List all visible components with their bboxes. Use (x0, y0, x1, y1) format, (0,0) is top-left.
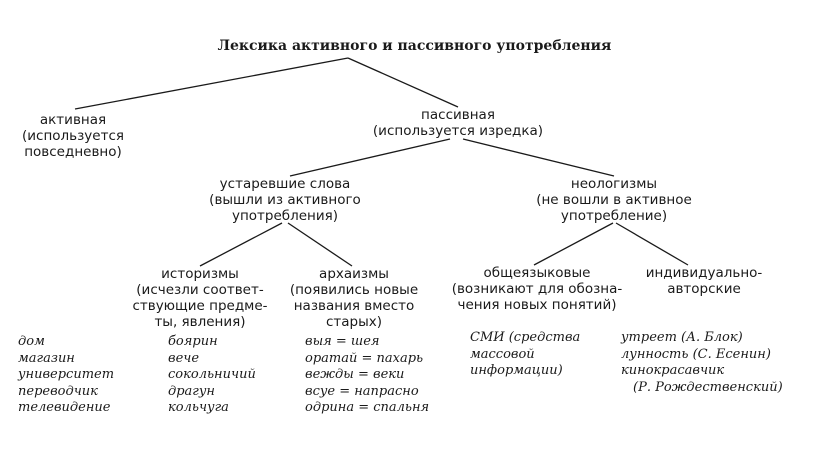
example-item: магазин (18, 350, 75, 366)
node-archaisms-desc-2: названия вместо (293, 298, 415, 314)
connector-passive-neologisms (462, 138, 615, 177)
diagram-title: Лексика активного и пассивного употребле… (217, 38, 612, 54)
examples-historisms: боярин вече сокольничий драгун кольчуга (168, 334, 256, 417)
example-item: боярин (168, 334, 218, 349)
connector-neologisms-individual (615, 222, 689, 266)
node-active-desc-1: (используется (21, 128, 124, 144)
example-item: сокольничий (168, 367, 256, 382)
example-item: всуе = напрасно (305, 383, 419, 399)
example-item: оратай = пахарь (305, 350, 424, 366)
example-item: дом (18, 334, 45, 349)
node-archaisms-desc-1: (появились новые (289, 282, 419, 298)
node-active-desc-2: повседневно) (24, 144, 122, 160)
connector-obsolete-archaisms (287, 222, 353, 267)
example-item: массовой (470, 346, 535, 362)
node-obsolete-label: устаревшие слова (219, 176, 351, 192)
example-item: лунность (С. Есенин) (621, 346, 771, 362)
connector-passive-obsolete (289, 138, 451, 177)
node-historisms-desc-1: (исчезли соответ- (136, 282, 264, 298)
example-item: вече (168, 350, 200, 366)
node-active-label: активная (39, 112, 107, 128)
connector-root-passive (347, 57, 459, 108)
node-neologisms: неологизмы (не вошли в активное употребл… (528, 176, 700, 224)
node-common-label: общеязыковые (483, 265, 591, 281)
node-neologisms-desc-2: употребление) (560, 208, 668, 224)
node-obsolete-desc-2: употребления) (231, 208, 339, 224)
node-obsolete: устаревшие слова (вышли из активного упо… (200, 176, 370, 224)
node-historisms-label: историзмы (161, 266, 239, 282)
example-item: (Р. Рождественский) (633, 379, 783, 395)
node-neologisms-desc-1: (не вошли в активное (536, 192, 692, 208)
example-item: одрина = спальня (305, 400, 430, 415)
node-common: общеязыковые (возникают для обозна- чени… (442, 265, 632, 313)
node-archaisms-label: архаизмы (319, 266, 389, 282)
node-individual-label: индивидуально- (645, 265, 763, 281)
example-item: университет (18, 367, 115, 382)
node-historisms-desc-2: ствующие предме- (132, 298, 268, 314)
connector-obsolete-historisms (199, 222, 283, 267)
node-individual-label-2: авторские (667, 281, 741, 297)
examples-archaisms: выя = шея оратай = пахарь вежды = веки в… (305, 334, 429, 417)
node-archaisms-desc-3: старых) (325, 314, 383, 330)
examples-active: дом магазин университет переводчик телев… (18, 334, 114, 417)
example-item: переводчик (18, 383, 98, 399)
example-item: утреет (А. Блок) (621, 330, 743, 345)
examples-common: СМИ (средства массовой информации) (470, 330, 580, 380)
node-passive-label: пассивная (421, 107, 495, 123)
node-historisms: историзмы (исчезли соответ- ствующие пре… (130, 266, 270, 330)
example-item: вежды = веки (305, 367, 405, 382)
examples-individual: утреет (А. Блок) лунность (С. Есенин) ки… (621, 330, 783, 396)
node-individual: индивидуально- авторские (640, 265, 768, 297)
node-passive: пассивная (используется изредка) (368, 107, 548, 139)
node-historisms-desc-3: ты, явления) (154, 314, 246, 330)
node-obsolete-desc-1: (вышли из активного (209, 192, 361, 208)
connector-neologisms-common (533, 222, 614, 266)
node-neologisms-label: неологизмы (570, 176, 658, 192)
example-item: информации) (470, 363, 563, 378)
example-item: СМИ (средства (470, 330, 581, 345)
example-item: драгун (168, 383, 215, 399)
example-item: выя = шея (305, 334, 380, 349)
example-item: кинокрасавчик (621, 363, 725, 378)
node-active: активная (используется повседневно) (8, 112, 138, 160)
node-common-desc-1: (возникают для обозна- (451, 281, 623, 297)
example-item: телевидение (18, 400, 111, 415)
connector-root-active (74, 57, 349, 110)
example-item: кольчуга (168, 400, 229, 415)
node-passive-desc: (используется изредка) (372, 123, 544, 139)
node-common-desc-2: чения новых понятий) (457, 297, 617, 313)
node-archaisms: архаизмы (появились новые названия вмест… (280, 266, 428, 330)
